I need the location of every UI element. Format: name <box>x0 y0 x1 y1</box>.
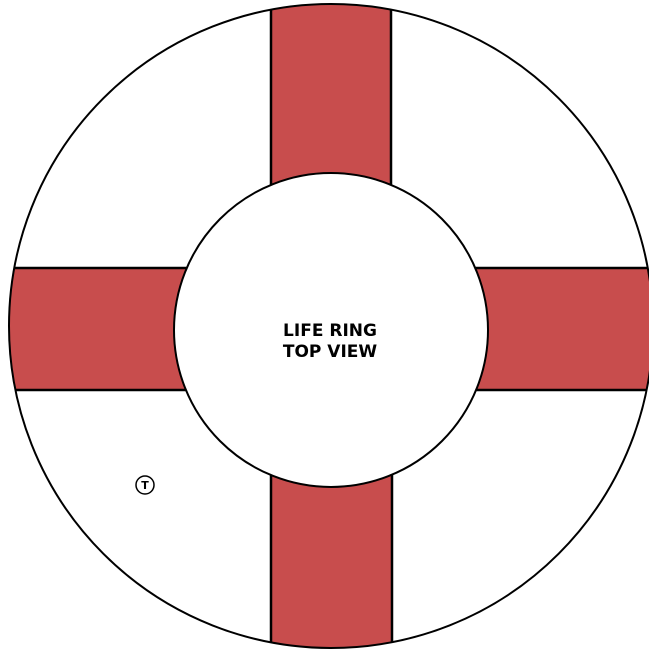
t-marker: T <box>136 476 154 494</box>
diagram-title-line-2: TOP VIEW <box>283 342 378 362</box>
band-top <box>271 0 391 200</box>
band-bottom <box>271 460 392 653</box>
t-marker-label: T <box>141 479 149 492</box>
band-left <box>0 268 200 390</box>
diagram-title-line-1: LIFE RING <box>283 321 377 341</box>
